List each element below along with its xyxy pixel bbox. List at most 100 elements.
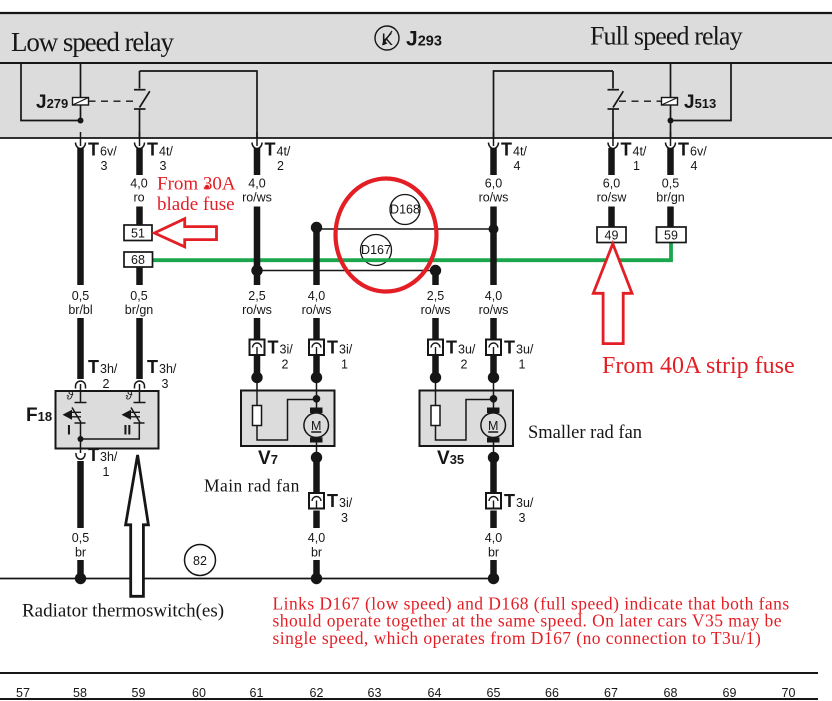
svg-text:3: 3 [341, 511, 348, 525]
svg-text:T: T [504, 338, 515, 358]
svg-text:T: T [265, 140, 276, 160]
svg-text:57: 57 [16, 686, 30, 700]
svg-text:68: 68 [131, 253, 145, 267]
svg-text:should operate together at the: should operate together at the same spee… [273, 611, 782, 631]
svg-text:0,5: 0,5 [72, 531, 89, 545]
svg-text:4t/: 4t/ [159, 145, 173, 159]
svg-text:I: I [67, 422, 71, 438]
svg-text:ro/ws: ro/ws [479, 191, 509, 205]
svg-text:Radiator thermoswitch(es): Radiator thermoswitch(es) [22, 601, 224, 622]
svg-text:J293: J293 [406, 28, 442, 51]
svg-text:1: 1 [341, 358, 348, 372]
svg-text:T: T [501, 140, 512, 160]
svg-text:3u/: 3u/ [516, 343, 534, 357]
svg-text:T: T [678, 140, 689, 160]
svg-text:3h/: 3h/ [159, 362, 177, 376]
svg-text:From 40A strip fuse: From 40A strip fuse [602, 353, 795, 379]
svg-text:4: 4 [691, 159, 698, 173]
svg-text:67: 67 [604, 686, 618, 700]
svg-text:66: 66 [545, 686, 559, 700]
svg-text:6v/: 6v/ [690, 145, 707, 159]
svg-text:51: 51 [131, 227, 145, 241]
svg-text:ro: ro [133, 191, 144, 205]
svg-text:4: 4 [514, 159, 521, 173]
svg-text:2,5: 2,5 [248, 289, 265, 303]
svg-text:6,0: 6,0 [485, 177, 502, 191]
svg-text:M: M [311, 419, 321, 433]
svg-text:2: 2 [277, 159, 284, 173]
svg-text:D168: D168 [390, 203, 420, 217]
svg-text:69: 69 [723, 686, 737, 700]
svg-text:Smaller rad fan: Smaller rad fan [528, 423, 642, 443]
svg-text:J279: J279 [36, 92, 68, 113]
svg-text:3: 3 [162, 377, 169, 391]
svg-text:M: M [488, 419, 498, 433]
svg-text:4t/: 4t/ [633, 145, 647, 159]
svg-text:65: 65 [487, 686, 501, 700]
svg-text:ro/ws: ro/ws [479, 303, 509, 317]
svg-text:T: T [504, 491, 515, 511]
svg-text:63: 63 [368, 686, 382, 700]
svg-text:59: 59 [664, 229, 678, 243]
svg-text:blade fuse: blade fuse [157, 194, 235, 215]
svg-text:II: II [124, 422, 132, 438]
svg-text:T: T [88, 140, 99, 160]
svg-text:V7: V7 [258, 448, 278, 469]
svg-text:br: br [75, 546, 86, 560]
svg-text:60: 60 [192, 686, 206, 700]
svg-text:0,5: 0,5 [130, 289, 147, 303]
svg-text:T: T [147, 140, 158, 160]
svg-text:br/bl: br/bl [68, 303, 92, 317]
svg-text:61: 61 [250, 686, 264, 700]
svg-text:T: T [327, 491, 338, 511]
svg-text:4,0: 4,0 [248, 177, 265, 191]
svg-text:ro/ws: ro/ws [242, 191, 272, 205]
svg-text:Low speed relay: Low speed relay [11, 27, 175, 57]
svg-text:1: 1 [519, 358, 526, 372]
svg-text:ro/ws: ro/ws [421, 303, 451, 317]
svg-text:T: T [147, 357, 158, 377]
svg-text:6,0: 6,0 [603, 177, 620, 191]
svg-text:70: 70 [782, 686, 796, 700]
svg-text:V35: V35 [437, 448, 464, 469]
svg-text:Full speed relay: Full speed relay [590, 22, 743, 51]
svg-text:82: 82 [193, 554, 207, 568]
svg-text:single speed, which operates f: single speed, which operates from D167 (… [273, 628, 762, 648]
svg-text:3h/: 3h/ [100, 450, 118, 464]
svg-text:T: T [327, 338, 338, 358]
svg-text:Links D167 (low speed) and D16: Links D167 (low speed) and D168 (full sp… [273, 594, 790, 614]
svg-text:ro/ws: ro/ws [242, 303, 272, 317]
svg-text:3h/: 3h/ [100, 362, 118, 376]
svg-text:From 30A: From 30A [157, 174, 236, 195]
svg-text:49: 49 [605, 229, 619, 243]
svg-text:68: 68 [664, 686, 678, 700]
svg-text:2: 2 [103, 377, 110, 391]
svg-text:4,0: 4,0 [485, 531, 502, 545]
svg-text:3u/: 3u/ [516, 496, 534, 510]
svg-text:6v/: 6v/ [100, 145, 117, 159]
svg-text:4t/: 4t/ [277, 145, 291, 159]
svg-text:br: br [311, 546, 322, 560]
svg-text:1: 1 [633, 159, 640, 173]
svg-text:0,5: 0,5 [72, 289, 89, 303]
svg-text:ro/ws: ro/ws [302, 303, 332, 317]
svg-text:4t/: 4t/ [513, 145, 527, 159]
svg-text:59: 59 [132, 686, 146, 700]
svg-text:T: T [88, 445, 99, 465]
svg-text:3: 3 [101, 159, 108, 173]
svg-text:3i/: 3i/ [280, 343, 294, 357]
svg-text:4,0: 4,0 [308, 531, 325, 545]
svg-text:4,0: 4,0 [308, 289, 325, 303]
svg-text:br/gn: br/gn [125, 303, 154, 317]
svg-text:T: T [88, 357, 99, 377]
svg-text:Main rad fan: Main rad fan [204, 476, 300, 496]
svg-text:br: br [488, 546, 499, 560]
svg-text:ro/sw: ro/sw [597, 191, 628, 205]
svg-text:3: 3 [160, 159, 167, 173]
svg-text:D167: D167 [361, 243, 391, 257]
svg-text:1: 1 [103, 465, 110, 479]
svg-text:F18: F18 [26, 405, 52, 426]
svg-text:2,5: 2,5 [427, 289, 444, 303]
svg-text:T: T [268, 338, 279, 358]
svg-text:62: 62 [310, 686, 324, 700]
